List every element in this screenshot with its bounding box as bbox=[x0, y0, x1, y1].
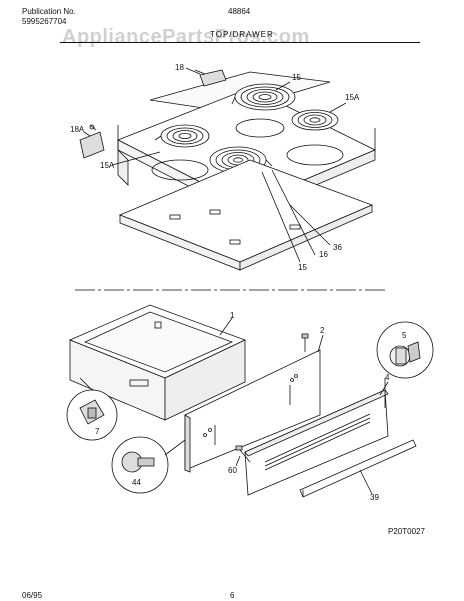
burner-outline bbox=[286, 144, 344, 166]
knob-callout bbox=[376, 321, 434, 408]
label-7: 7 bbox=[95, 427, 100, 436]
diagram-code: P20T0027 bbox=[388, 527, 425, 536]
label-39: 39 bbox=[370, 493, 379, 502]
hinge-clip bbox=[194, 69, 227, 87]
revision-date: 06/95 bbox=[22, 591, 43, 600]
label-18: 18 bbox=[175, 63, 184, 72]
drawer-front-edge bbox=[164, 339, 246, 421]
label-16: 16 bbox=[319, 250, 328, 259]
burner-outline bbox=[151, 159, 209, 181]
label-15: 15 bbox=[292, 73, 301, 82]
page-number: 6 bbox=[230, 591, 235, 600]
header-rule bbox=[60, 42, 420, 43]
label-5: 5 bbox=[402, 331, 407, 340]
outer-drawer-panel-top bbox=[244, 389, 389, 457]
label-15-bottom: 15 bbox=[298, 263, 307, 272]
drawer-slot bbox=[129, 379, 149, 387]
label-15a-left: 15A bbox=[100, 161, 115, 170]
publication-number: 5995267704 bbox=[22, 17, 67, 26]
model-number: 48864 bbox=[228, 7, 251, 16]
frame-slot bbox=[289, 224, 301, 230]
frame-slot bbox=[209, 209, 221, 215]
cooktop-assembly bbox=[79, 67, 376, 271]
screw bbox=[235, 445, 251, 463]
surface-element-small bbox=[154, 124, 210, 148]
frame-slot bbox=[229, 239, 241, 245]
surface-element-large bbox=[231, 83, 296, 111]
drawer-assembly bbox=[66, 304, 434, 498]
label-60: 60 bbox=[228, 466, 237, 475]
burner-outline bbox=[235, 118, 285, 138]
drawer-front-panel-edge bbox=[184, 414, 191, 473]
drawer-slot bbox=[154, 321, 162, 329]
surface-element-small bbox=[291, 109, 339, 131]
screw bbox=[301, 333, 309, 352]
label-15a: 15A bbox=[345, 93, 360, 102]
label-4: 4 bbox=[385, 373, 390, 382]
label-44: 44 bbox=[132, 478, 141, 487]
label-2: 2 bbox=[320, 326, 325, 335]
trim-strip bbox=[299, 439, 417, 498]
clip-callout bbox=[66, 377, 118, 441]
label-1: 1 bbox=[230, 311, 235, 320]
left-side-flange bbox=[117, 149, 129, 186]
section-title: TOP/DRAWER bbox=[210, 30, 274, 39]
label-36: 36 bbox=[333, 243, 342, 252]
frame-slot bbox=[169, 214, 181, 220]
label-18a: 18A bbox=[70, 125, 85, 134]
mounting-bracket bbox=[79, 124, 105, 159]
drawer-inner bbox=[83, 311, 234, 373]
roller-callout bbox=[111, 436, 186, 494]
publication-label: Publication No. bbox=[22, 7, 76, 16]
